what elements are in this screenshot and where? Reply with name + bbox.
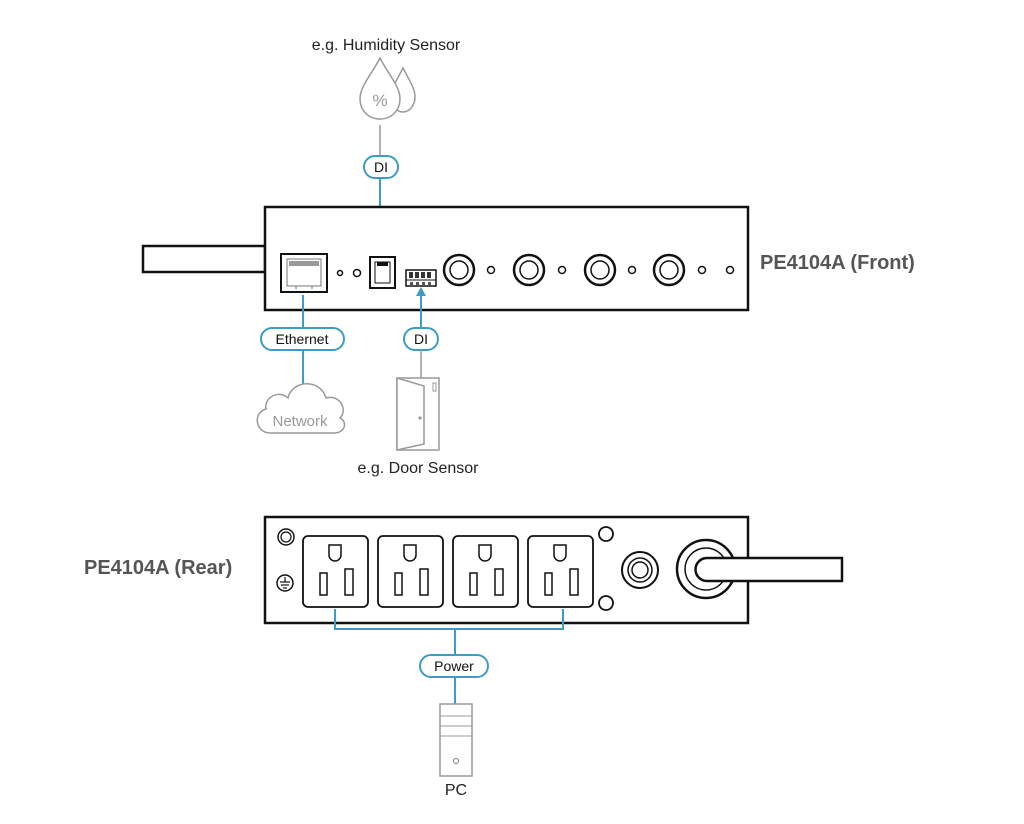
di-top-label: DI [374,159,388,175]
humidity-sensor-icon: % [359,56,416,120]
power-bracket-line [334,609,564,630]
ethernet-label: Ethernet [276,331,329,347]
rear-power-cord [694,556,844,583]
outlet-led-1 [486,265,496,275]
rear-screw-top [277,528,295,546]
front-device-title: PE4104A (Front) [760,252,915,274]
percent-symbol: % [372,91,387,110]
rear-device [263,515,844,625]
network-label: Network [272,413,328,430]
pc-tower-icon [439,703,473,777]
ac-outlet-1 [302,535,369,608]
di-bottom-arrowhead [416,287,426,296]
power-label: Power [434,658,474,674]
ethernet-pill: Ethernet [260,327,345,351]
front-led-4 [725,265,735,275]
front-led-3 [697,265,707,275]
outlet-button-2 [512,253,546,287]
front-led-2 [352,268,362,278]
di-bottom-pill: DI [403,327,439,351]
front-device [141,205,750,312]
ethernet-port [280,253,328,293]
di-bottom-label: DI [414,331,428,347]
outlet-led-2 [557,265,567,275]
sensor-port [369,256,396,289]
ac-outlet-4 [527,535,594,608]
humidity-sensor-label: e.g. Humidity Sensor [312,37,461,54]
ac-outlet-3 [452,535,519,608]
rear-device-title: PE4104A (Rear) [84,557,232,579]
di-terminal-block [405,269,437,287]
outlet-button-3 [583,253,617,287]
outlet-button-1 [442,253,476,287]
ground-screw-icon [276,574,294,592]
power-pill: Power [419,654,489,678]
rear-screw-right-bottom [598,595,614,611]
di-top-pill: DI [363,155,399,179]
front-led-1 [336,269,344,277]
circuit-breaker [621,551,659,589]
door-sensor-label: e.g. Door Sensor [358,460,480,477]
outlet-button-4 [652,253,686,287]
ac-outlet-2 [377,535,444,608]
pc-label: PC [445,782,467,799]
door-sensor-icon [396,376,440,451]
front-power-cord [141,244,267,274]
network-cloud-icon: Network [256,383,346,434]
rear-screw-right-top [598,526,614,542]
outlet-led-3 [627,265,637,275]
